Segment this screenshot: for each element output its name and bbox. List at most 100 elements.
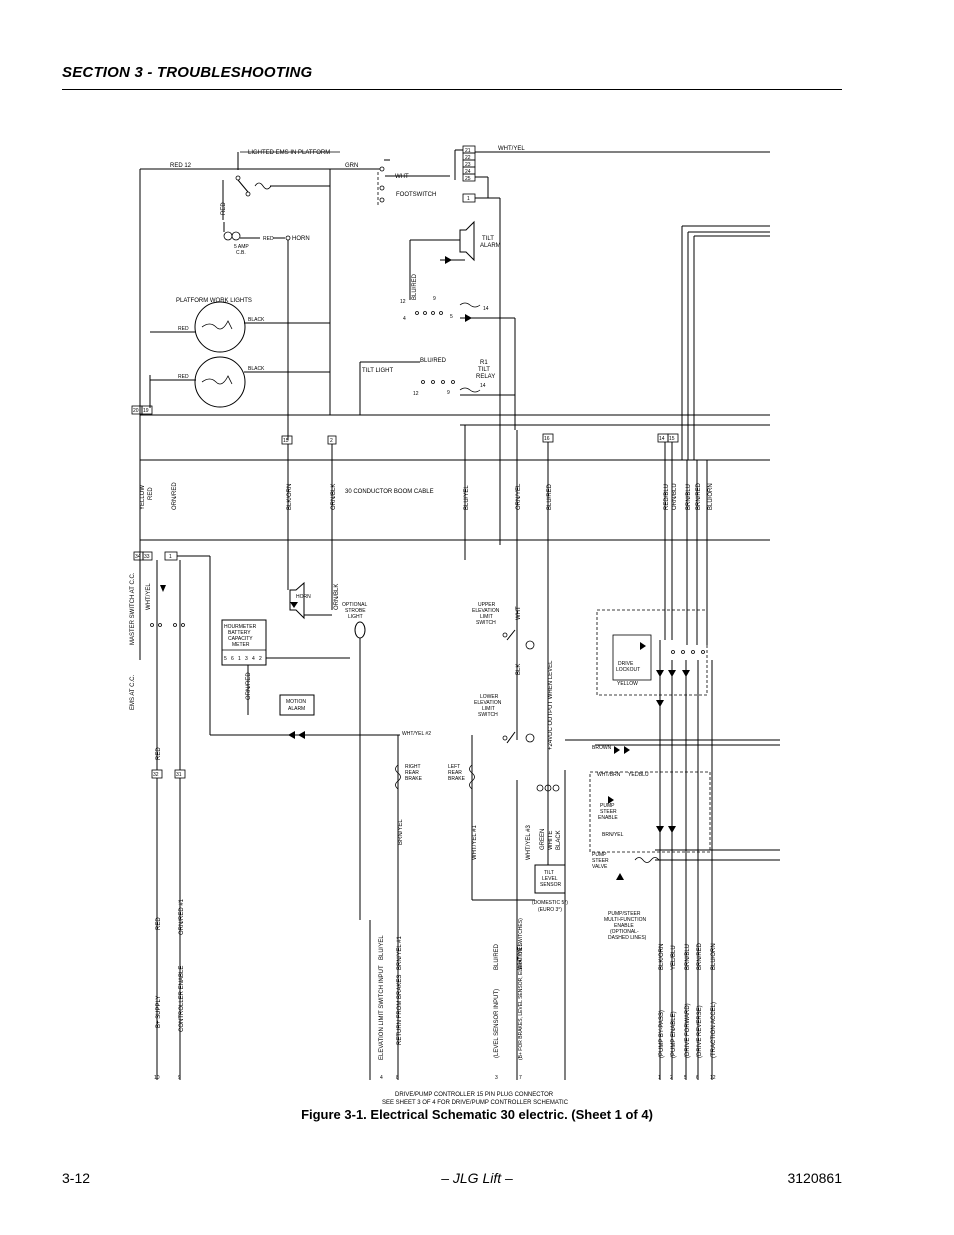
label-wht-yel-mid: WHT/YEL <box>146 583 152 610</box>
label-optional-strobe-2: STROBE <box>345 608 366 614</box>
label-horn-mid: HORN <box>296 594 311 600</box>
label-black-1: BLACK <box>248 317 265 323</box>
label-pump-valve-1: PUMP <box>592 852 607 858</box>
label-left-brake-1: LEFT <box>448 764 460 770</box>
svg-text:25: 25 <box>465 176 471 182</box>
label-green: GREEN <box>540 829 546 850</box>
label-red-l2: RED <box>178 374 189 380</box>
label-lower-elev-4: SWITCH <box>478 712 498 718</box>
svg-text:22: 22 <box>465 155 471 161</box>
label-red-blu: RED/BLU <box>664 484 670 510</box>
label-upper-elev-2: ELEVATION <box>472 608 500 614</box>
label-right-brake-3: BRAKE <box>405 776 423 782</box>
motion-alarm <box>279 694 315 716</box>
svg-text:9: 9 <box>178 1075 181 1081</box>
label-bottom-red: RED <box>156 917 162 930</box>
label-boom-cable: 30 CONDUCTOR BOOM CABLE <box>345 489 434 495</box>
label-brn-blu: BRN/BLU <box>686 484 692 510</box>
label-output-level: +24VDC OUTPUT WHEN LEVEL <box>548 660 554 750</box>
svg-text:16: 16 <box>544 436 550 442</box>
page-number: 3-12 <box>62 1170 91 1186</box>
label-multi-4: (OPTIONAL- <box>610 929 639 935</box>
svg-text:HOURMETER: HOURMETER <box>224 624 257 630</box>
svg-text:8: 8 <box>396 1075 399 1081</box>
label-tilt-relay-2: RELAY <box>476 374 495 380</box>
svg-text:METER: METER <box>232 642 250 648</box>
svg-text:9: 9 <box>447 390 450 396</box>
svg-text:2: 2 <box>330 438 333 444</box>
label-brn-yel: BRN/YEL <box>602 832 624 838</box>
label-multi-5: DASHED LINES) <box>608 935 647 941</box>
label-orn-blu: ORN/BLU <box>672 483 678 510</box>
svg-text:MOTION: MOTION <box>286 699 306 705</box>
label-bottom-brn-yel: BRN/YEL #1 <box>397 936 403 970</box>
label-wht: WHT <box>395 174 409 180</box>
label-wht-v: WHT <box>516 606 522 620</box>
label-tilt-light: TILT LIGHT <box>362 368 393 374</box>
label-upper-elev-3: LIMIT <box>480 614 493 620</box>
label-wht-yel-3: WHT/YEL #3 <box>526 825 532 860</box>
svg-text:5: 5 <box>224 656 227 662</box>
mid-connector-boxes: 34 33 1 <box>133 551 178 561</box>
boom-connector-boxes: 20 19 15 2 16 14 15 <box>131 405 679 445</box>
label-drive-lockout-2: LOCKOUT <box>616 667 640 673</box>
label-bottom-blu-red: BLU/RED <box>494 943 500 970</box>
label-cb-amp: 5 AMP <box>234 244 249 250</box>
svg-text:6: 6 <box>696 1075 699 1081</box>
label-return-brakes: RETURN FROM BRAKES <box>397 975 403 1045</box>
label-connector-2: SEE SHEET 3 OF 4 FOR DRIVE/PUMP CONTROLL… <box>382 1100 569 1106</box>
svg-text:15: 15 <box>669 436 675 442</box>
label-multi-2: MULTI-FUNCTION <box>604 917 647 923</box>
label-orn-yel: ORN/YEL <box>516 483 522 510</box>
footer-brand: – JLG Lift – <box>441 1170 513 1186</box>
svg-text:1: 1 <box>467 196 470 202</box>
label-left-brake-2: REAR <box>448 770 462 776</box>
label-red-v: RED <box>148 487 154 500</box>
label-ctrl-enable: CONTROLLER ENABLE <box>179 966 185 1032</box>
svg-text:19: 19 <box>143 408 149 414</box>
svg-text:4: 4 <box>380 1075 383 1081</box>
label-red-horn: RED <box>263 236 274 242</box>
terminal-block-top: 21 22 23 24 25 1 <box>462 145 476 203</box>
label-domestic: (DOMESTIC 5°) <box>532 900 568 906</box>
label-upper-elev-4: SWITCH <box>476 620 496 626</box>
svg-text:14: 14 <box>480 383 486 389</box>
label-bottom-blu-orn: BLU/ORN <box>711 943 717 970</box>
label-red12: RED 12 <box>170 163 192 169</box>
label-orn-red: ORN/RED <box>172 482 178 510</box>
label-wht-brn: WHT/BRN <box>597 772 621 778</box>
label-lower-elev-2: ELEVATION <box>474 700 502 706</box>
label-orn-blk: ORN/BLK <box>331 484 337 510</box>
svg-text:CAPACITY: CAPACITY <box>228 636 253 642</box>
bottom-pins: 10 9 4 8 3 7 1 2 5 6 12 <box>154 1075 716 1081</box>
svg-text:ALARM: ALARM <box>288 706 305 712</box>
label-drive-reverse: (DRIVE REVERSE) <box>697 1005 703 1058</box>
label-platform-work-lights: PLATFORM WORK LIGHTS <box>176 298 252 304</box>
label-lower-elev-1: LOWER <box>480 694 499 700</box>
label-multi-3: ENABLE <box>614 923 634 929</box>
label-red-lower: RED <box>156 747 162 760</box>
label-multi-1: PUMP/STEER <box>608 911 641 917</box>
electrical-schematic: RED 12 LIGHTED EMS IN PLATFORM RED GRN W… <box>130 145 780 1106</box>
label-orn-red-hm: ORN/RED <box>246 672 252 700</box>
label-blu-yel: BLU/YEL <box>464 485 470 510</box>
label-pump-steer-3: ENABLE <box>598 815 618 821</box>
label-blu-red-2: BLU/RED <box>547 483 553 510</box>
label-bottom-blk-orn: BLK/ORN <box>659 944 665 970</box>
svg-text:3: 3 <box>495 1075 498 1081</box>
svg-text:12: 12 <box>400 299 406 305</box>
section-header: SECTION 3 - TROUBLESHOOTING <box>62 64 313 81</box>
label-blk: BLK <box>516 664 522 675</box>
svg-text:5: 5 <box>684 1075 687 1081</box>
svg-text:1: 1 <box>238 656 241 662</box>
label-pump-steer-2: STEER <box>600 809 617 815</box>
svg-text:14: 14 <box>659 436 665 442</box>
label-master-switch: MASTER SWITCH AT C.C. <box>130 572 136 645</box>
svg-text:SENSOR: SENSOR <box>540 882 562 888</box>
svg-text:LEVEL: LEVEL <box>542 876 558 882</box>
label-ems-at-cc: EMS AT C.C. <box>130 675 136 710</box>
label-pump-valve-2: STEER <box>592 858 609 864</box>
label-traction-accel: (TRACTION ACCEL) <box>711 1002 717 1058</box>
svg-text:4: 4 <box>252 656 255 662</box>
svg-text:34: 34 <box>135 554 141 560</box>
